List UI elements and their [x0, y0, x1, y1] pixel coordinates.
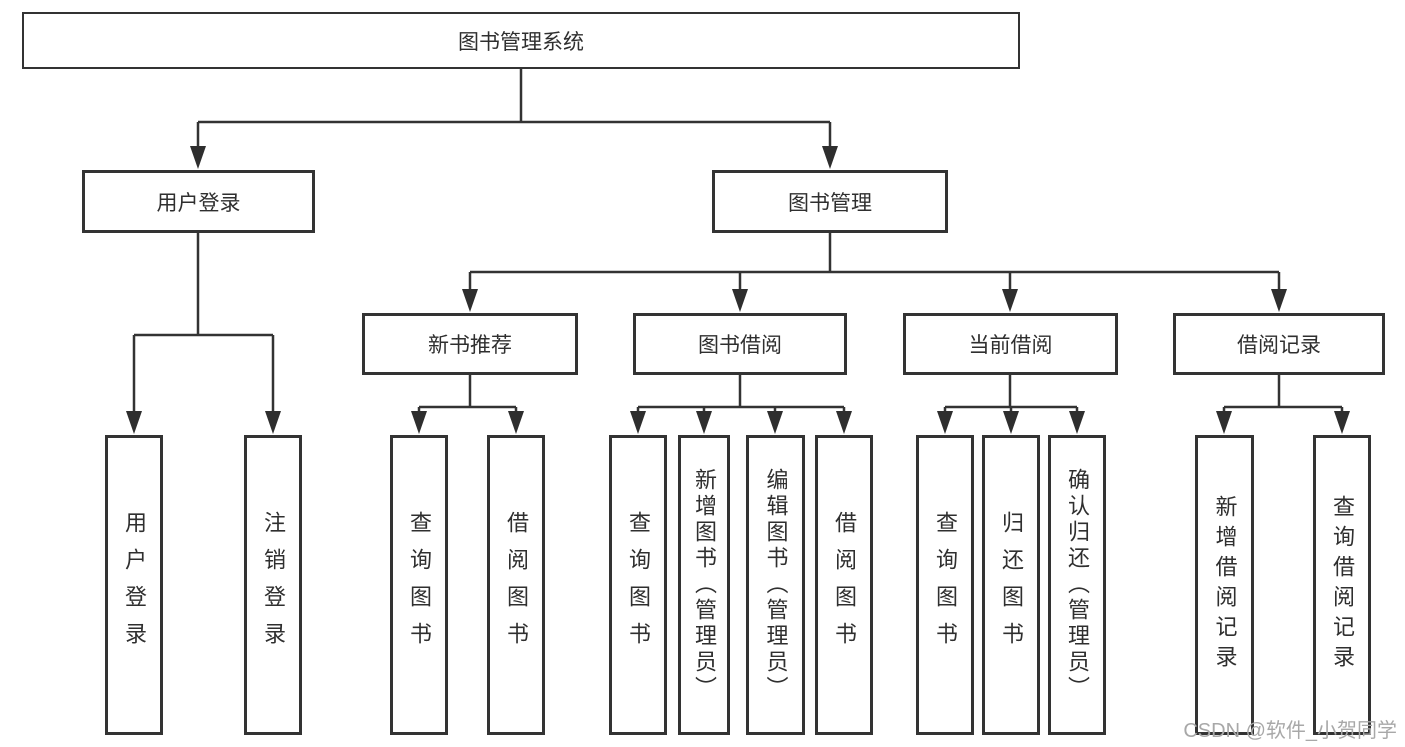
- arrow-down-icon: [126, 411, 142, 434]
- leaf-edit-books-admin: 编辑图书（管理员）: [746, 435, 805, 735]
- node-user-login: 用户登录: [82, 170, 315, 233]
- arrow-down-icon: [1334, 411, 1350, 434]
- node-new-book-recommend: 新书推荐: [362, 313, 578, 375]
- node-borrowing-records: 借阅记录: [1173, 313, 1385, 375]
- arrowheads: [126, 146, 1350, 434]
- watermark: CSDN @软件_小贺同学: [1183, 720, 1397, 742]
- leaf-label: 查询图书: [407, 511, 432, 659]
- arrow-down-icon: [1002, 289, 1018, 312]
- leaf-label: 借阅图书: [504, 511, 529, 659]
- leaf-label: 新增图书（管理员）: [692, 468, 717, 702]
- arrow-down-icon: [937, 411, 953, 434]
- leaf-query-books-newrec: 查询图书: [390, 435, 448, 735]
- arrow-down-icon: [190, 146, 206, 169]
- arrow-down-icon: [836, 411, 852, 434]
- node-current-borrowing: 当前借阅: [903, 313, 1118, 375]
- leaf-query-books-borrow: 查询图书: [609, 435, 667, 735]
- leaf-logout-login: 注销登录: [244, 435, 302, 735]
- leaf-label: 注销登录: [261, 511, 286, 659]
- leaf-return-books: 归还图书: [982, 435, 1040, 735]
- arrow-down-icon: [265, 411, 281, 434]
- leaf-label: 查询图书: [626, 511, 651, 659]
- node-book-borrowing: 图书借阅: [633, 313, 847, 375]
- arrow-down-icon: [732, 289, 748, 312]
- leaf-label: 归还图书: [999, 511, 1024, 659]
- arrow-down-icon: [411, 411, 427, 434]
- leaf-user-login: 用户登录: [105, 435, 163, 735]
- leaf-add-books-admin: 新增图书（管理员）: [678, 435, 730, 735]
- arrow-down-icon: [1271, 289, 1287, 312]
- arrow-down-icon: [822, 146, 838, 169]
- arrow-down-icon: [1069, 411, 1085, 434]
- leaf-borrow-books-newrec: 借阅图书: [487, 435, 545, 735]
- arrow-down-icon: [1003, 411, 1019, 434]
- leaf-label: 用户登录: [122, 511, 147, 659]
- leaf-label: 确认归还（管理员）: [1065, 468, 1090, 702]
- arrow-down-icon: [1216, 411, 1232, 434]
- leaf-label: 查询图书: [933, 511, 958, 659]
- arrow-down-icon: [508, 411, 524, 434]
- arrow-down-icon: [630, 411, 646, 434]
- leaf-confirm-return-admin: 确认归还（管理员）: [1048, 435, 1106, 735]
- leaf-query-books-current: 查询图书: [916, 435, 974, 735]
- node-book-management: 图书管理: [712, 170, 948, 233]
- leaf-borrow-books: 借阅图书: [815, 435, 873, 735]
- node-system-root: 图书管理系统: [22, 12, 1020, 69]
- leaf-query-borrow-record: 查询借阅记录: [1313, 435, 1371, 735]
- leaf-add-borrow-record: 新增借阅记录: [1195, 435, 1254, 735]
- leaf-label: 编辑图书（管理员）: [763, 468, 789, 702]
- leaf-label: 查询借阅记录: [1330, 495, 1355, 675]
- arrow-down-icon: [696, 411, 712, 434]
- arrow-down-icon: [767, 411, 783, 434]
- leaf-label: 借阅图书: [832, 511, 857, 659]
- leaf-label: 新增借阅记录: [1212, 495, 1238, 675]
- arrow-down-icon: [462, 289, 478, 312]
